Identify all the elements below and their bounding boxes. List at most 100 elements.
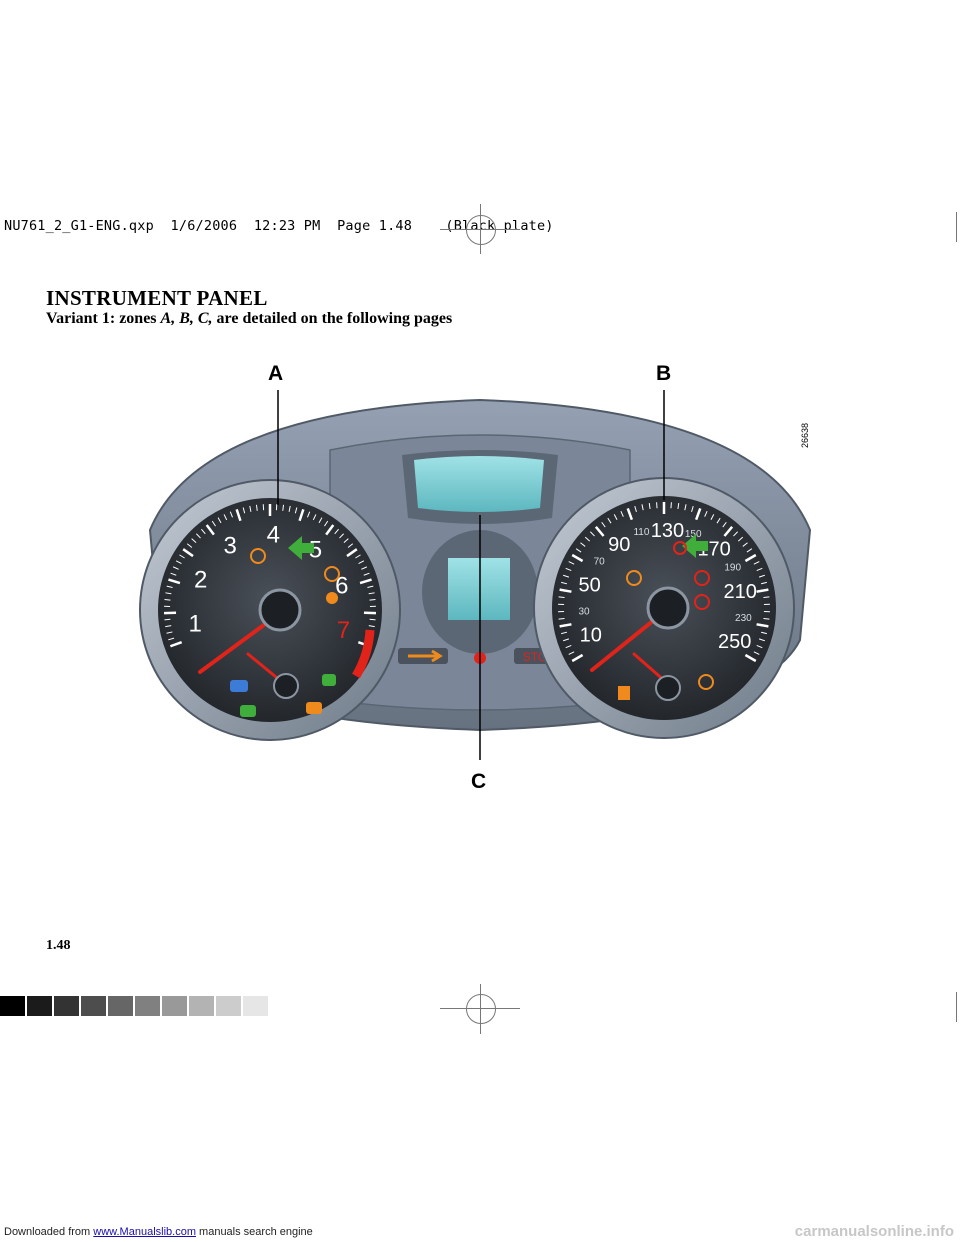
gauge-tick [201,528,206,535]
gauge-tick [733,531,738,537]
gauge-tick [318,517,323,524]
speedometer-hub [646,586,690,630]
coolant-gauge-hub [273,673,299,699]
gauge-tick [361,566,368,570]
tachometer-ticks [164,504,376,648]
gauge-tick [363,572,370,576]
page-subtitle: Variant 1: zones A, B, C, are detailed o… [46,310,453,327]
rear-fog-icon [306,702,322,714]
gauge-tick [594,525,605,537]
green-arrow-left-icon [288,536,314,560]
front-fog-icon [240,705,256,717]
gauge-tick [242,507,246,514]
manualslib-link[interactable]: www.Manualslib.com [93,1226,196,1238]
registration-circle [466,215,496,245]
gauge-number: 110 [633,527,649,538]
gauge-tick [568,651,575,655]
color-swatch [189,996,214,1016]
gauge-tick [325,524,335,536]
callout-b: B [656,362,672,385]
gauge-tick [347,543,354,548]
gauge-tick [282,504,285,511]
gauge-tick [744,553,757,563]
gauge-tick [166,585,173,588]
airbag-warning-icon [326,592,338,604]
gauge-number: 90 [608,534,630,556]
gauge-tick [191,538,197,544]
gauge-tick [367,585,374,588]
gauge-tick [558,617,565,620]
low-beam-icon [230,680,248,692]
page-title: INSTRUMENT PANEL [46,286,268,310]
gauge-tick [223,514,228,521]
gauge-tick [753,651,760,655]
fuel-gauge-hub [655,675,681,701]
gauge-tick [760,631,767,635]
gauge-tick [756,623,769,628]
gauge-number: 1 [188,611,201,638]
gauge-tick [563,638,570,642]
color-swatch [243,996,268,1016]
oil-warning-icon [673,541,687,555]
gauge-tick [559,623,572,628]
gauge-number: 50 [578,575,600,597]
gauge-tick [175,560,182,565]
color-swatch [216,996,241,1016]
gauge-tick [694,507,702,521]
color-swatch [135,996,160,1016]
gauge-tick [753,561,760,565]
gauge-tick [255,504,258,511]
gauge-tick [324,520,329,527]
gauge-number: 6 [335,572,348,599]
engine-warning-icon [250,548,266,564]
gauge-tick [172,566,179,570]
color-bar [0,996,270,1016]
gauge-tick [760,581,767,585]
tachometer-hub [258,588,302,632]
gauge-tick [343,538,349,544]
gauge-tick [165,625,172,628]
crop-mark [956,992,957,1022]
gauge-number: 150 [685,529,702,540]
callout-a: A [268,362,284,385]
gauge-tick [229,511,234,518]
crop-mark [956,212,957,242]
gauge-tick [294,507,298,514]
page-number: 1.48 [46,938,71,953]
gauge-tick [723,525,734,537]
registration-circle [466,994,496,1024]
brake-warning-icon [694,570,710,586]
gauge-tick [288,505,291,512]
gauge-tick [568,561,575,565]
gauge-tick [580,542,586,547]
gauge-tick [620,510,624,517]
gauge-tick [368,592,375,595]
gauge-number: 2 [194,566,207,593]
gauge-tick [756,588,769,593]
watermark: carmanualsonline.info [794,1223,954,1240]
gauge-number: 190 [724,563,741,574]
gauge-tick [217,517,222,524]
gauge-tick [601,521,606,528]
gauge-number: 130 [651,520,684,542]
gauge-tick [722,521,727,528]
gauge-tick [355,554,361,559]
gauge-tick [369,599,376,601]
gauge-tick [756,567,763,572]
gauge-number: 30 [578,606,590,617]
gauge-tick [565,644,572,649]
gauge-tick [565,567,572,572]
center-top-display [414,456,544,512]
gauge-tick [298,508,305,522]
download-footer: Downloaded from www.Manualslib.com manua… [4,1226,313,1238]
gauge-tick [346,548,358,558]
gauge-tick [758,638,765,642]
spanner-icon [408,649,443,663]
tachometer-redzone [352,629,375,679]
gauge-number: 4 [267,521,280,548]
gauge-tick [763,596,770,599]
